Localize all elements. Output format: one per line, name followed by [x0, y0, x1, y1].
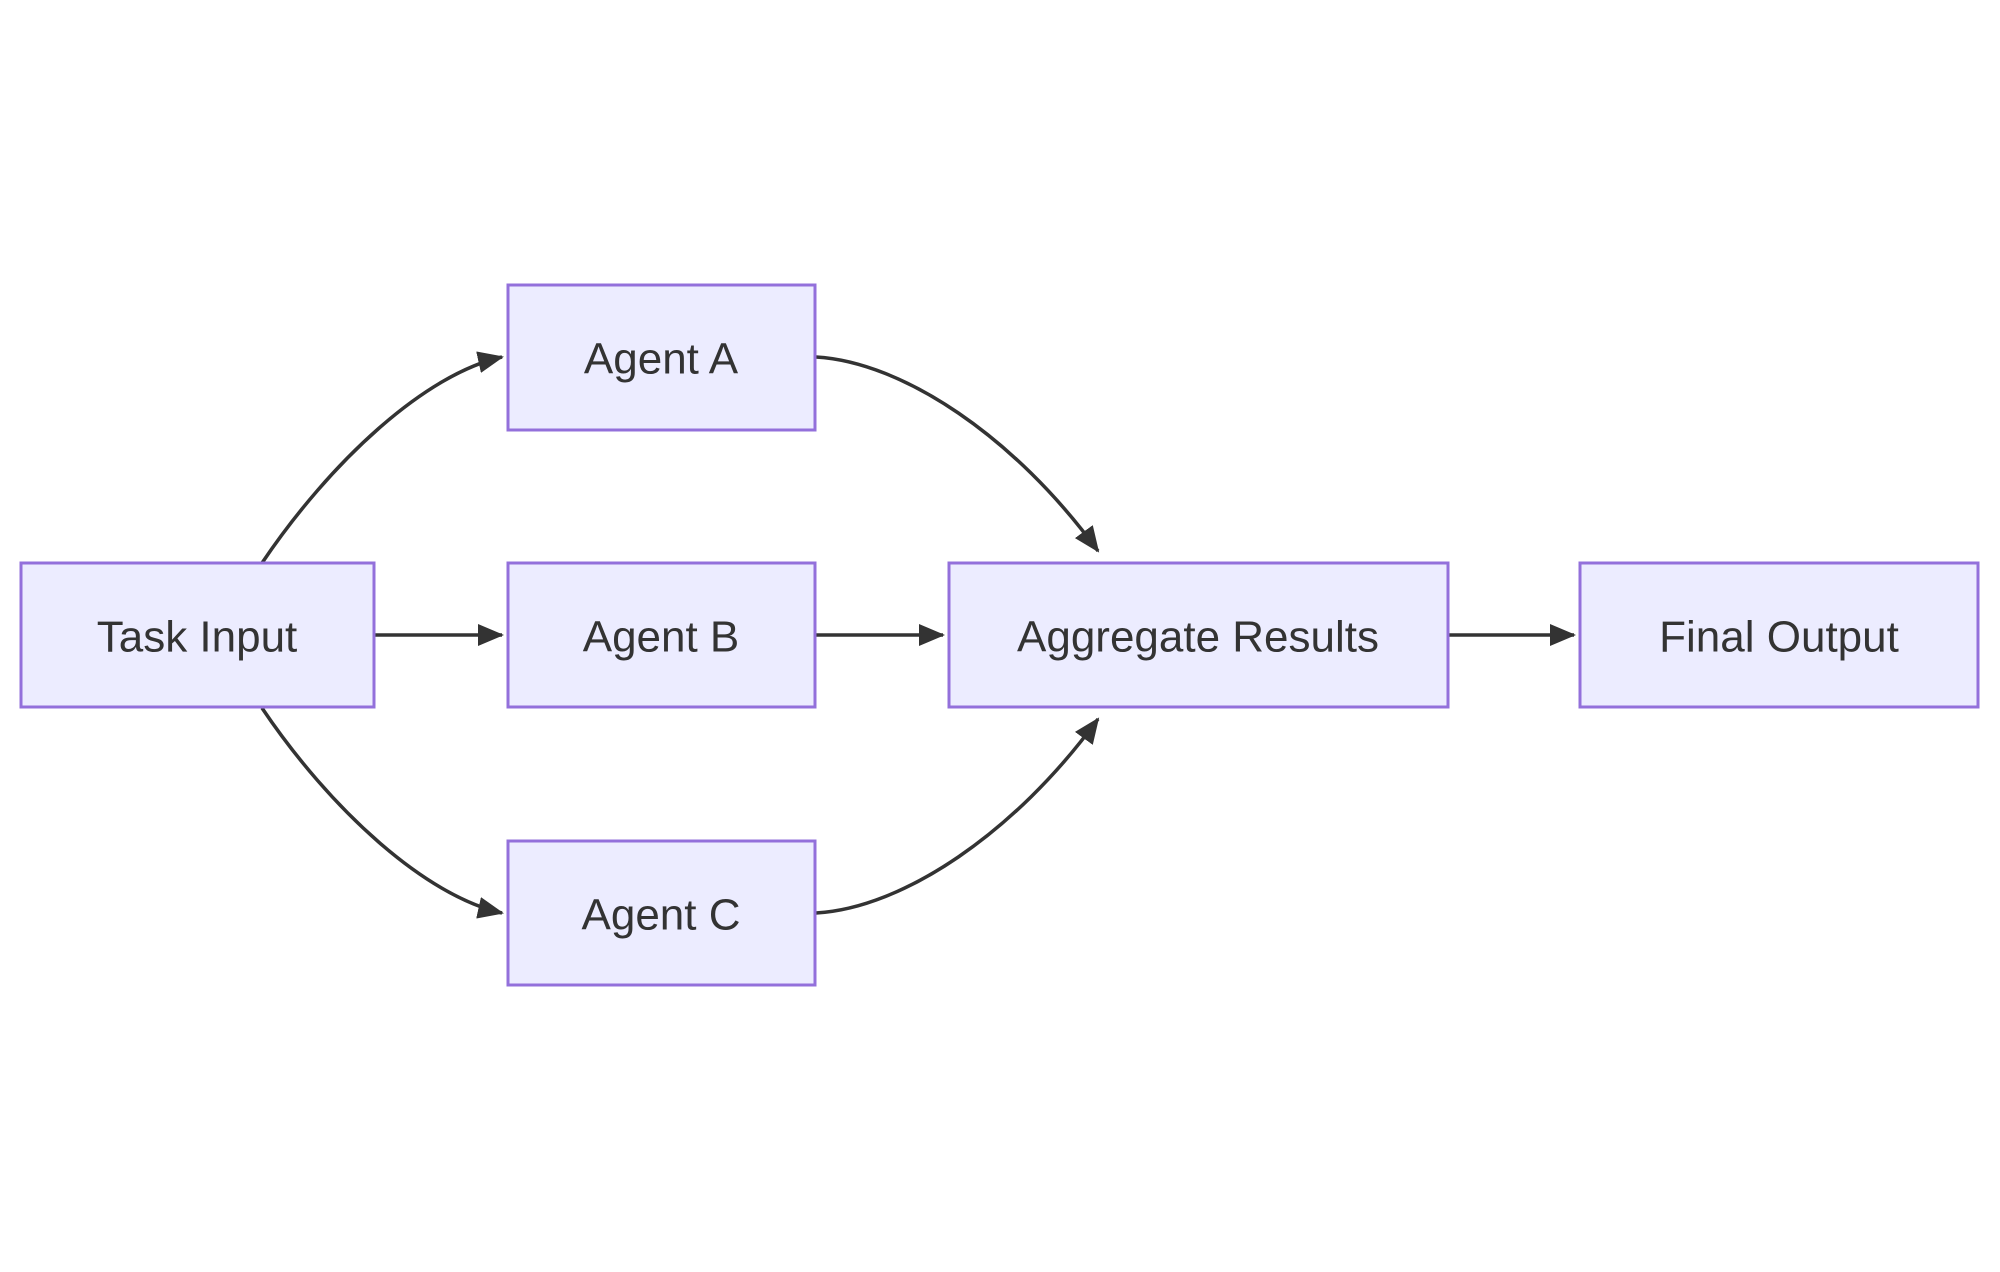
node-task-input-box: [19, 561, 376, 709]
node-final-output: Final Output: [1578, 561, 1980, 709]
edge-agent-a-to-aggregate-results: [815, 355, 1100, 553]
node-aggregate-results-box: [947, 561, 1450, 709]
node-agent-c-box: [506, 839, 817, 987]
edge-task-input-to-agent-a: [260, 351, 504, 564]
node-task-input: Task Input: [19, 561, 376, 709]
edge-task-input-to-agent-c: [260, 707, 504, 919]
node-agent-a-box: [506, 283, 817, 432]
node-aggregate-results: Aggregate Results: [947, 561, 1450, 709]
node-task-input-label: Task Input: [97, 613, 298, 662]
node-agent-b-label: Agent B: [583, 613, 740, 662]
node-agent-a: Agent A: [506, 283, 817, 432]
edge-agent-c-to-aggregate-results: [815, 717, 1100, 915]
node-agent-b-box: [506, 561, 817, 709]
node-agent-c-label: Agent C: [582, 891, 741, 940]
node-final-output-label: Final Output: [1659, 613, 1899, 662]
node-agent-c: Agent C: [506, 839, 817, 987]
node-agent-b: Agent B: [506, 561, 817, 709]
node-agent-a-label: Agent A: [584, 335, 739, 384]
node-final-output-box: [1578, 561, 1980, 709]
node-aggregate-results-label: Aggregate Results: [1017, 613, 1379, 662]
